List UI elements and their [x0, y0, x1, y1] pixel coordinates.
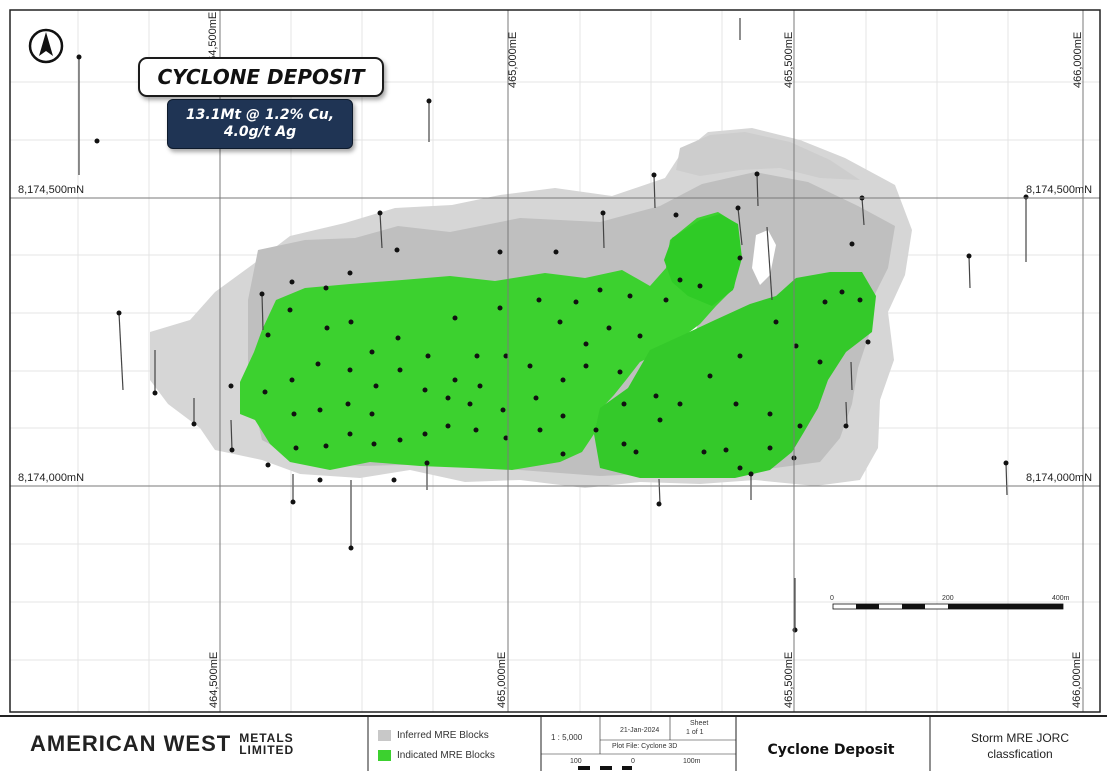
northing-labels: 8,174,500mN 8,174,000mN 8,174,500mN 8,17…: [18, 184, 1092, 484]
stats-line: 4.0g/t Ag: [223, 124, 297, 140]
northing-label: 8,174,500mN: [1026, 184, 1092, 196]
indicated-mre-blocks: [240, 212, 876, 478]
northing-label: 8,174,000mN: [1026, 472, 1092, 484]
sheet-value: 1 of 1: [686, 729, 704, 736]
plot-date: 21-Jan-2024: [620, 727, 660, 734]
north-arrow-icon: [28, 28, 64, 64]
title-scale-label: 100: [570, 758, 582, 765]
company-sub: LIMITED: [239, 743, 295, 757]
deposit-title: CYCLONE DEPOSIT: [138, 57, 384, 97]
legend-label: Inferred MRE Blocks: [397, 730, 489, 741]
company-sub: METALS: [239, 731, 294, 745]
company-name: AMERICAN WEST: [30, 731, 232, 756]
classification-line: classfication: [987, 747, 1053, 761]
legend-swatch: [378, 730, 391, 741]
easting-label: 466,000mE: [1072, 32, 1084, 88]
easting-label: 465,000mE: [496, 652, 508, 708]
title-scale-label: 100m: [683, 758, 701, 765]
stats-line: 13.1Mt @ 1.2% Cu,: [185, 107, 335, 123]
title-block-frame: [0, 715, 1107, 771]
easting-label: 465,500mE: [783, 32, 795, 88]
classification-text: Storm MRE JORC classfication: [940, 730, 1100, 762]
title-scale-label: 0: [631, 758, 635, 765]
legend-label: Indicated MRE Blocks: [397, 750, 495, 761]
scale-bar: 0 200 400m: [830, 595, 1070, 610]
northing-label: 8,174,500mN: [18, 184, 84, 196]
drill-traces: [78, 18, 1027, 630]
resource-stats-box: 13.1Mt @ 1.2% Cu, 4.0g/t Ag: [167, 99, 353, 149]
legend-item-inferred: Inferred MRE Blocks: [378, 730, 489, 741]
deposit-name: Cyclone Deposit: [767, 742, 895, 758]
drill-collars: [76, 54, 1029, 633]
sheet-label: Sheet: [690, 720, 709, 727]
map-frame: [9, 9, 1101, 713]
legend-swatch: [378, 750, 391, 761]
company-logo: AMERICAN WEST METALS LIMITED: [30, 731, 294, 757]
scale-label: 0: [830, 595, 834, 602]
legend-item-indicated: Indicated MRE Blocks: [378, 750, 495, 761]
easting-label: 465,500mE: [783, 652, 795, 708]
plot-file: Plot File: Cyclone 3D: [612, 743, 678, 750]
scale-label: 400m: [1052, 595, 1070, 602]
easting-labels-bottom: 464,500mE 465,000mE 465,500mE 466,000mE: [208, 652, 1083, 708]
easting-labels-top: 464,500mE 465,000mE 465,500mE 466,000mE: [207, 12, 1084, 88]
easting-label: 466,000mE: [1071, 652, 1083, 708]
scale-label: 200: [942, 595, 954, 602]
map-scale-ratio: 1 : 5,000: [551, 733, 583, 742]
classification-line: Storm MRE JORC: [970, 731, 1069, 745]
easting-label: 465,000mE: [507, 32, 519, 88]
easting-label: 464,500mE: [207, 12, 219, 68]
northing-label: 8,174,000mN: [18, 472, 84, 484]
easting-label: 464,500mE: [208, 652, 220, 708]
title-scale-bar: [578, 766, 632, 770]
